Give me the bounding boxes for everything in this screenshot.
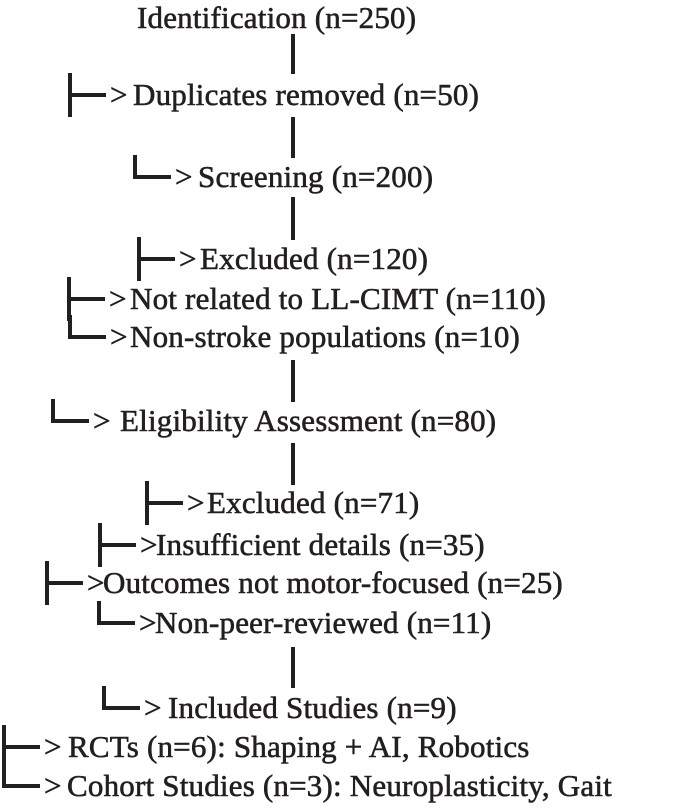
node-rcts: RCTs (n=6): Shaping + AI, Robotics [68, 729, 530, 765]
elbow-connector-icon [102, 686, 142, 710]
node-duplicates-removed: Duplicates removed (n=50) [133, 77, 480, 113]
node-screening: Screening (n=200) [198, 159, 434, 195]
tee-connector-icon [45, 561, 85, 605]
arrow-glyph: > [44, 768, 62, 804]
tee-connector-icon [145, 481, 185, 525]
arrow-glyph: > [140, 527, 158, 563]
arrow-glyph: > [93, 403, 111, 439]
node-identification: Identification (n=250) [137, 0, 417, 35]
tee-connector-icon [137, 237, 177, 281]
elbow-connector-icon [51, 399, 91, 423]
arrow-glyph: > [44, 729, 62, 765]
flow-line-vertical [291, 34, 295, 74]
flow-line-vertical [291, 360, 295, 402]
flow-line-vertical [291, 197, 295, 240]
flow-line-vertical [291, 117, 295, 158]
elbow-connector-icon [97, 601, 137, 625]
arrow-glyph: > [187, 485, 205, 521]
elbow-connector-icon [133, 155, 173, 179]
arrow-glyph: > [110, 319, 128, 355]
elbow-connector-icon [68, 315, 108, 339]
arrow-glyph: > [110, 77, 128, 113]
tee-connector-icon [98, 523, 138, 567]
flow-line-vertical [291, 647, 295, 688]
flow-line-vertical [291, 443, 295, 485]
node-cohort-studies: Cohort Studies (n=3): Neuroplasticity, G… [67, 768, 612, 804]
node-non-stroke-populations: Non-stroke populations (n=10) [130, 319, 521, 355]
tee-connector-icon [67, 277, 107, 321]
node-included-studies: Included Studies (n=9) [168, 690, 457, 726]
tee-connector-icon [68, 73, 108, 117]
node-eligibility-assessment: Eligibility Assessment (n=80) [120, 403, 497, 439]
node-non-peer-reviewed: Non-peer-reviewed (n=11) [155, 605, 492, 641]
arrow-glyph: > [175, 159, 193, 195]
node-excluded-eligibility: Excluded (n=71) [207, 485, 420, 521]
arrow-glyph: > [179, 241, 197, 277]
arrow-glyph: > [144, 690, 162, 726]
arrow-glyph: > [139, 605, 157, 641]
node-excluded-screening: Excluded (n=120) [200, 241, 429, 277]
arrow-glyph: > [87, 565, 105, 601]
node-insufficient-details: Insufficient details (n=35) [156, 527, 485, 563]
node-outcomes-not-motor-focused: Outcomes not motor-focused (n=25) [103, 565, 563, 601]
elbow-connector-icon [2, 764, 42, 788]
node-not-related-ll-cimt: Not related to LL-CIMT (n=110) [130, 281, 547, 317]
arrow-glyph: > [109, 281, 127, 317]
tee-connector-icon [2, 725, 42, 769]
